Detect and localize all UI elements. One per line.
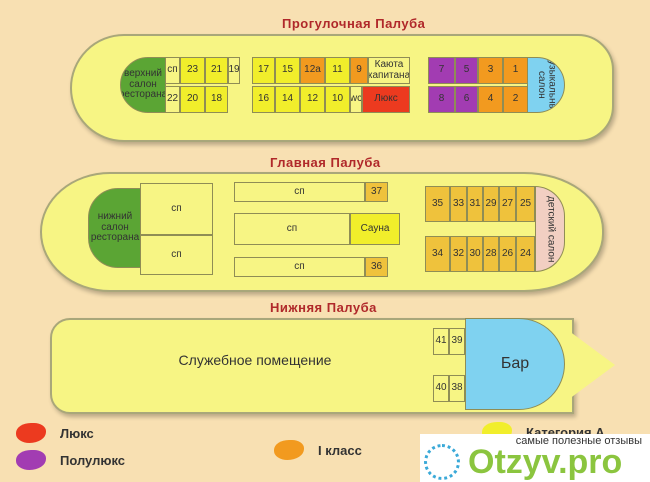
room-Бар: Бар bbox=[465, 318, 565, 410]
room-33: 33 bbox=[450, 186, 467, 222]
legend-swatch-semilux bbox=[16, 450, 46, 470]
watermark-logo-icon bbox=[424, 444, 460, 480]
room-21: 21 bbox=[205, 57, 228, 84]
room-11: 11 bbox=[325, 57, 350, 84]
room-Сауна: Сауна bbox=[350, 213, 400, 245]
room-сп: сп bbox=[165, 57, 180, 84]
room-34: 34 bbox=[425, 236, 450, 272]
room-37: 37 bbox=[365, 182, 388, 202]
room-сп: сп bbox=[234, 213, 350, 245]
room-26: 26 bbox=[499, 236, 516, 272]
room-40: 40 bbox=[433, 375, 449, 402]
room-20: 20 bbox=[180, 86, 205, 113]
deck-title-lower: Нижняя Палуба bbox=[270, 300, 377, 315]
room-38: 38 bbox=[449, 375, 465, 402]
room-сп: сп bbox=[234, 182, 365, 202]
room-Каюта-капитана: Каюта капитана bbox=[368, 57, 410, 84]
legend-lux: Люкс bbox=[16, 423, 94, 443]
room-10: 10 bbox=[325, 86, 350, 113]
room-25: 25 bbox=[516, 186, 535, 222]
room-24: 24 bbox=[516, 236, 535, 272]
room-22: 22 bbox=[165, 86, 180, 113]
room-сп: сп bbox=[140, 235, 213, 275]
room-3: 3 bbox=[478, 57, 503, 84]
room-сп: сп bbox=[234, 257, 365, 277]
room-16: 16 bbox=[252, 86, 275, 113]
deck-title-main: Главная Палуба bbox=[270, 155, 381, 170]
room-18: 18 bbox=[205, 86, 228, 113]
room-2: 2 bbox=[503, 86, 528, 113]
room-1: 1 bbox=[503, 57, 528, 84]
legend-label: Полулюкс bbox=[60, 452, 126, 468]
room-7: 7 bbox=[428, 57, 455, 84]
watermark-brand: Otzyv.pro bbox=[468, 443, 623, 481]
room-41: 41 bbox=[433, 328, 449, 355]
legend-first: I класс bbox=[274, 440, 362, 460]
legend-label: Люкс bbox=[60, 425, 94, 441]
room-19: 19 bbox=[228, 57, 240, 84]
watermark-tagline: самые полезные отзывы bbox=[515, 435, 642, 447]
legend-swatch-lux bbox=[16, 423, 46, 443]
room-23: 23 bbox=[180, 57, 205, 84]
room-35: 35 bbox=[425, 186, 450, 222]
room-wc: wc bbox=[350, 86, 362, 113]
watermark: самые полезные отзывы Otzyv.pro bbox=[420, 434, 650, 482]
hull-lower-bow bbox=[565, 328, 615, 402]
room-17: 17 bbox=[252, 57, 275, 84]
legend-label: I класс bbox=[318, 442, 362, 458]
room-8: 8 bbox=[428, 86, 455, 113]
room-36: 36 bbox=[365, 257, 388, 277]
room-9: 9 bbox=[350, 57, 368, 84]
room-39: 39 bbox=[449, 328, 465, 355]
room-14: 14 bbox=[275, 86, 300, 113]
room-детский-салон: детский салон bbox=[535, 186, 565, 272]
room-32: 32 bbox=[450, 236, 467, 272]
room-5: 5 bbox=[455, 57, 478, 84]
room-31: 31 bbox=[467, 186, 483, 222]
room-12: 12 bbox=[300, 86, 325, 113]
room-нижний-салон-ресторана: нижний салон ресторана bbox=[88, 188, 142, 268]
legend-swatch-first bbox=[274, 440, 304, 460]
legend-semilux: Полулюкс bbox=[16, 450, 125, 470]
room-28: 28 bbox=[483, 236, 499, 272]
room-сп: сп bbox=[140, 183, 213, 235]
room-29: 29 bbox=[483, 186, 499, 222]
room-верхний-салон-ресторана: верхний салон ресторана bbox=[120, 57, 166, 113]
room-12а: 12а bbox=[300, 57, 325, 84]
room-6: 6 bbox=[455, 86, 478, 113]
room-15: 15 bbox=[275, 57, 300, 84]
room-30: 30 bbox=[467, 236, 483, 272]
room-4: 4 bbox=[478, 86, 503, 113]
service-room-label: Служебное помещение bbox=[178, 351, 332, 368]
room-27: 27 bbox=[499, 186, 516, 222]
room-Люкс: Люкс bbox=[362, 86, 410, 113]
deck-title-promenade: Прогулочная Палуба bbox=[282, 16, 426, 31]
